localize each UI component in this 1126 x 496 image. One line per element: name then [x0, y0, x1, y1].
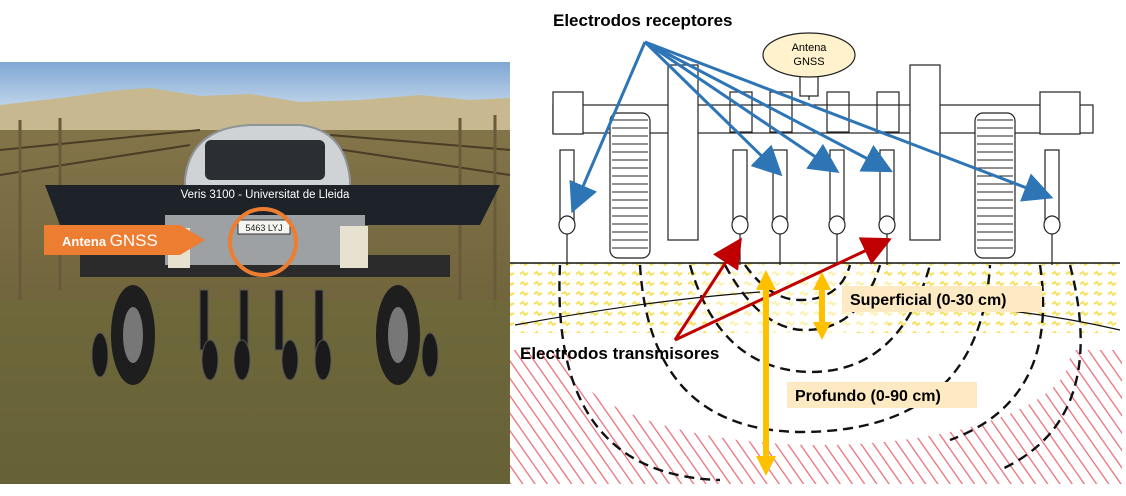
gnss-callout-suffix: GNSS [110, 231, 158, 250]
field-photo: Veris 3100 - Universitat de Lleida 5463 … [0, 62, 511, 484]
tire-treads [612, 119, 1013, 249]
gnss-callout-prefix: Antena [62, 234, 110, 249]
profundo-label: Profundo (0-90 cm) [795, 388, 941, 405]
gnss-antenna-circle [228, 207, 298, 277]
transmisor-arrows [673, 237, 893, 342]
profundo-depth-arrow [756, 270, 776, 476]
gnss-callout-arrow [44, 225, 205, 255]
antenna-gnss-ellipse [762, 32, 856, 78]
superficial-label-box [842, 286, 1042, 312]
license-plate: 5463 LYJ [245, 223, 282, 233]
schematic-diagram: Antena GNSS Electrodos receptores Electr… [510, 11, 1122, 484]
gnss-callout-text: Antena GNSS [62, 231, 158, 250]
superficial-label: Superficial (0-30 cm) [850, 292, 1007, 309]
receptor-arrows [569, 40, 1054, 214]
transmisores-label: Electrodos transmisores [520, 344, 719, 363]
antenna-label-line2: GNSS [793, 56, 824, 68]
superficial-depth-arrow [813, 272, 831, 340]
antenna-label-line1: Antena [792, 42, 828, 54]
profundo-label-box [787, 382, 977, 408]
receptores-label: Electrodos receptores [553, 11, 733, 30]
banner-text: Veris 3100 - Universitat de Lleida [181, 189, 350, 201]
